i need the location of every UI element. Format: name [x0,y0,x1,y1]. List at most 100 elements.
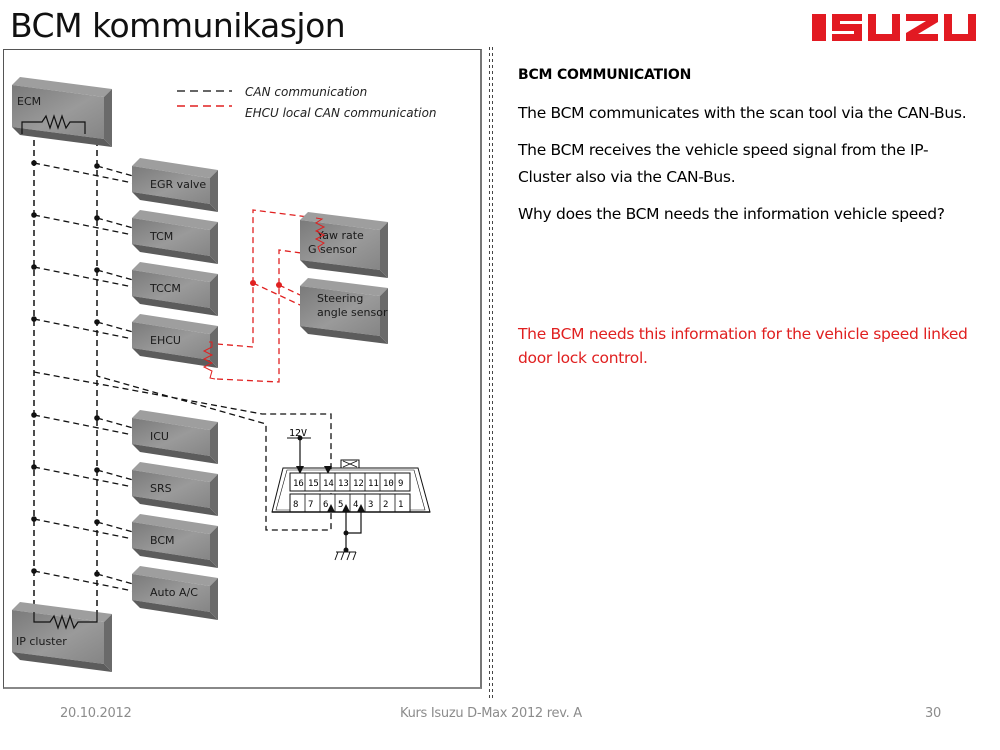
legend-ehcu-label: EHCU local CAN communication [245,106,437,120]
bus-junction-dot [31,160,37,166]
dlc-pin-14: 14 [323,479,334,489]
branch-line-egr-valve [96,165,134,177]
dlc-pin-1: 1 [398,500,403,510]
branch-line-bcm [33,518,134,540]
can-bus-lines [33,120,98,620]
branch-line-auto-ac [96,573,134,585]
ehcu-local-can-wiring [216,209,317,383]
branch-line-tccm [96,269,134,281]
branch-line-tcm [33,214,134,236]
dlc-can-wiring [33,371,332,531]
can-bus-diagram: CAN communication EHCU local CAN communi… [12,77,437,672]
branch-line-srs [96,469,134,481]
bus-junction-dot [94,319,100,325]
module-yaw-rate-sensor: Yaw rate G sensor [300,212,388,278]
ecm-terminating-resistor [21,114,86,134]
dlc-pin-6: 6 [323,500,328,510]
bus-junction-dot [31,568,37,574]
yaw-rate-resistor-icon [314,217,326,253]
ehcu-local-junctions [250,280,282,288]
module-tcm: TCM [132,210,218,264]
module-srs: SRS [132,462,218,516]
dlc-pin-2: 2 [383,500,388,510]
ehcu-terminating-resistor [202,341,216,380]
dlc-supply-label: 12V [289,428,307,439]
module-ecm: ECM [12,77,112,147]
legend: CAN communication EHCU local CAN communi… [177,85,437,120]
column-divider [489,47,494,699]
module-ip-cluster-label: IP cluster [16,635,67,648]
footer-page-number: 30 [925,706,941,721]
dlc-pin-11: 11 [368,479,379,489]
footer-date: 20.10.2012 [60,706,132,721]
dlc-pin-13: 13 [338,479,349,489]
bus-junctions [31,160,100,577]
bus-junction-dot [31,212,37,218]
bus-junction-dot [31,464,37,470]
module-ip-cluster: IP cluster [12,602,112,672]
legend-can-label: CAN communication [245,85,367,99]
module-egr-valve-label: EGR valve [150,178,206,191]
branch-line-tccm [33,266,134,288]
answer-text: The BCM needs this information for the v… [518,325,968,367]
branch-line-tcm [96,217,134,229]
dlc-pin-10: 10 [383,479,394,489]
branch-lines [33,162,134,592]
dlc-pin-5: 5 [338,500,343,510]
dlc-pin-16: 16 [293,479,304,489]
branch-line-ehcu [96,321,134,333]
module-tccm: TCCM [132,262,218,316]
isuzu-logo [812,14,976,41]
dlc-pin-4: 4 [353,500,358,510]
module-srs-label: SRS [150,482,172,495]
yaw-rate-label-line1: Yaw rate [316,229,364,242]
module-ehcu-label: EHCU [150,334,181,347]
dlc-pin-7: 7 [308,500,313,510]
module-ecm-label: ECM [17,95,41,108]
module-steering-angle-sensor: Steering angle sensor [300,278,388,344]
branch-line-auto-ac [33,570,134,592]
bus-junction-dot [94,163,100,169]
steering-label-line2: angle sensor [317,306,388,319]
paragraph-speed-signal: The BCM receives the vehicle speed signa… [518,141,929,186]
bus-junction-dot [94,215,100,221]
paragraph-question: Why does the BCM needs the information v… [518,205,945,223]
bus-junction-dot [94,467,100,473]
module-auto-ac-label: Auto A/C [150,586,198,599]
module-egr-valve: EGR valve [132,158,218,212]
bus-junction-dot [31,516,37,522]
branch-line-icu [33,414,134,436]
branch-line-ehcu [33,318,134,340]
diagram-frame [3,49,482,689]
paragraph-scan-tool: The BCM communicates with the scan tool … [518,104,967,122]
module-icu: ICU [132,410,218,464]
ip-cluster-terminating-resistor [33,612,98,630]
module-bcm: BCM [132,514,218,568]
dlc-pin-9: 9 [398,479,403,489]
bus-junction-dot [31,412,37,418]
dlc-pin-3: 3 [368,500,373,510]
dlc-pin-15: 15 [308,479,319,489]
module-auto-ac: Auto A/C [132,566,218,620]
bus-junction-dot [94,415,100,421]
section-heading: BCM COMMUNICATION [518,67,692,83]
branch-line-bcm [96,521,134,533]
module-bcm-label: BCM [150,534,175,547]
module-ehcu: EHCU [132,314,218,368]
branch-line-srs [33,466,134,488]
bus-junction-dot [94,267,100,273]
dlc-pin-12: 12 [353,479,364,489]
bus-junction-dot [94,519,100,525]
text-panel: BCM COMMUNICATION The BCM communicates w… [518,64,978,464]
module-tcm-label: TCM [149,230,173,243]
slide-title: BCM kommunikasjon [10,6,346,45]
footer-course: Kurs Isuzu D-Max 2012 rev. A [400,706,582,721]
yaw-rate-label-line2: G sensor [308,243,357,256]
bus-junction-dot [31,316,37,322]
branch-line-egr-valve [33,162,134,184]
bus-junction-dot [94,571,100,577]
steering-label-line1: Steering [317,292,363,305]
branch-line-icu [96,417,134,429]
module-icu-label: ICU [150,430,169,443]
